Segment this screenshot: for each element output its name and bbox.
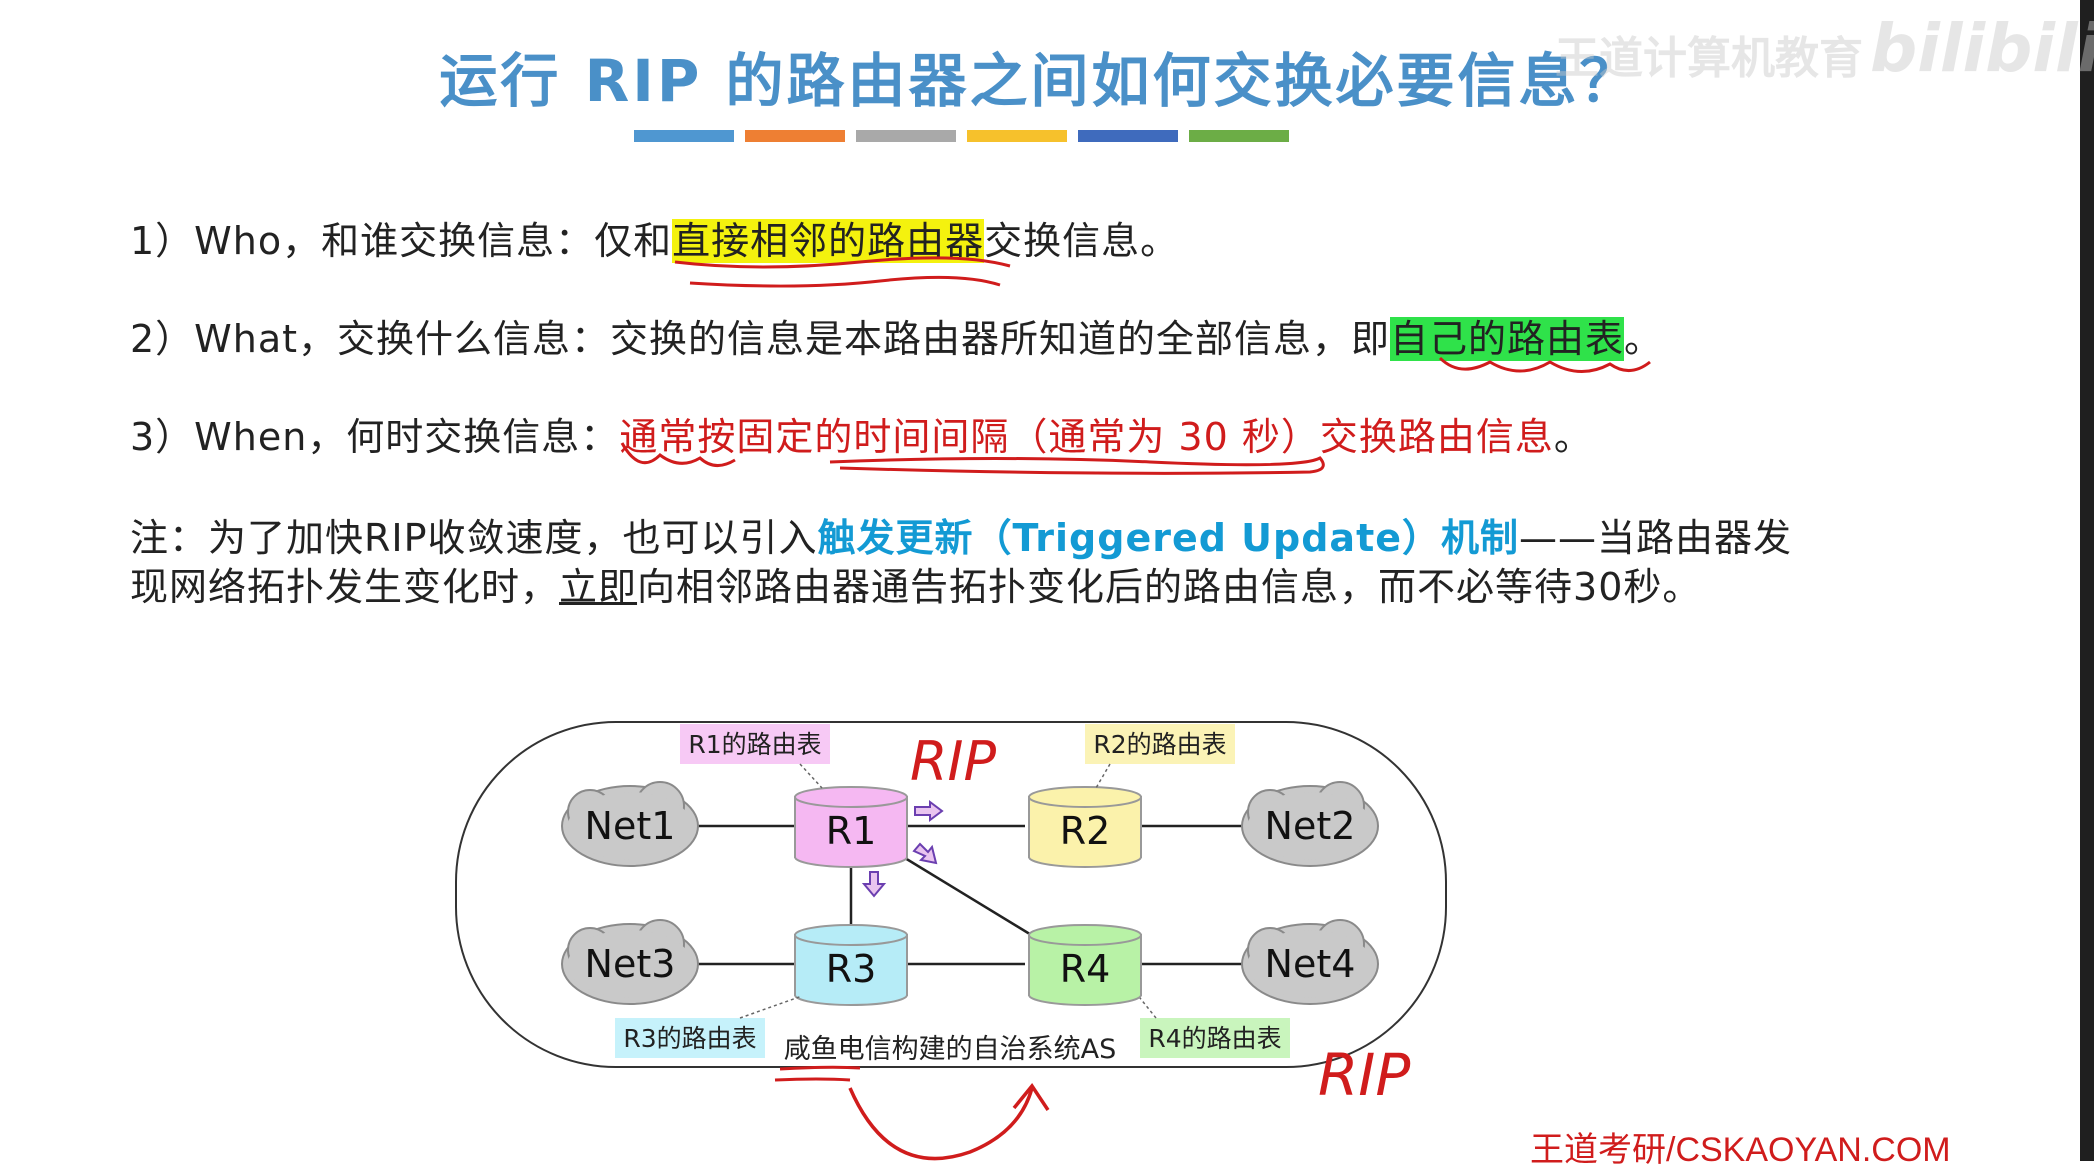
table-r4: R4的路由表 — [1139, 997, 1290, 1058]
cloud-net2: Net2 — [1241, 781, 1379, 867]
router-r2: R2 — [1028, 786, 1142, 868]
net2-label: Net2 — [1265, 804, 1356, 848]
router-r3: R3 — [794, 924, 908, 1006]
rip-handwritten-2: RIP — [1318, 1041, 1410, 1109]
net1-label: Net1 — [585, 804, 676, 848]
link-r1-r4 — [899, 853, 1034, 938]
net3-label: Net3 — [585, 942, 676, 986]
cloud-net4: Net4 — [1241, 919, 1379, 1005]
color-bar-2 — [745, 130, 845, 142]
point-what-highlight: 自己的路由表 — [1390, 317, 1625, 361]
squiggle-under-interval-2 — [829, 456, 1325, 475]
r1-label: R1 — [826, 809, 877, 853]
squiggle-under-routing-table — [1438, 356, 1651, 374]
underline-xianyu-2 — [774, 1077, 851, 1082]
table-r2: R2的路由表 — [1085, 724, 1235, 789]
point-who-suffix: 交换信息。 — [984, 219, 1180, 263]
note-immediately: 立即 — [559, 565, 638, 609]
router-r1: R1 — [794, 786, 908, 868]
r4-label: R4 — [1060, 947, 1111, 991]
update-arrows — [861, 800, 944, 898]
cloud-net3: Net3 — [561, 919, 699, 1005]
as-network-diagram: Net1 Net2 Net3 Net4 R1 R2 — [455, 721, 1447, 1161]
r2-label: R2 — [1060, 809, 1111, 853]
note-line-2: 现网络拓扑发生变化时，立即向相邻路由器通告拓扑变化后的路由信息，而不必等待30秒… — [130, 556, 1701, 611]
point-who: 1）Who，和谁交换信息：仅和直接相邻的路由器交换信息。 — [130, 210, 1179, 265]
table-r1-label: R1的路由表 — [688, 730, 821, 759]
point-when-text: 3）When，何时交换信息： — [130, 415, 620, 459]
color-bar-5 — [1078, 130, 1178, 142]
bilibili-logo: bilibili — [1870, 10, 2094, 87]
table-r3: R3的路由表 — [615, 995, 803, 1058]
point-who-highlight: 直接相邻的路由器 — [672, 219, 985, 263]
right-edge-panel — [2080, 0, 2094, 1161]
table-r3-label: R3的路由表 — [623, 1024, 756, 1053]
table-r2-label: R2的路由表 — [1093, 730, 1226, 759]
curved-arrow-head — [1012, 1083, 1050, 1111]
color-bar-3 — [856, 130, 956, 142]
point-when: 3）When，何时交换信息：通常按固定的时间间隔（通常为 30 秒）交换路由信息… — [130, 406, 1593, 461]
arrow-right-icon — [914, 800, 944, 822]
underline-xianyu-1 — [779, 1065, 861, 1071]
links — [685, 824, 1246, 966]
note-text: 注：为了加快RIP收敛速度，也可以引入 — [130, 516, 818, 560]
r3-label: R3 — [826, 947, 877, 991]
table-r1: R1的路由表 — [680, 724, 830, 789]
curved-arrow — [848, 1087, 1034, 1161]
color-bar-1 — [634, 130, 734, 142]
point-who-text: 1）Who，和谁交换信息：仅和 — [130, 219, 673, 263]
as-boundary — [455, 721, 1447, 1068]
point-what-text: 2）What，交换什么信息：交换的信息是本路由器所知道的全部信息，即 — [130, 317, 1391, 361]
slide-title: 运行 RIP 的路由器之间如何交换必要信息？ — [439, 47, 1641, 115]
arrow-down-icon — [861, 871, 887, 898]
arrow-diagonal-icon — [912, 842, 938, 865]
rip-handwritten-1: RIP — [910, 730, 996, 793]
point-what-suffix: 。 — [1624, 317, 1664, 361]
as-label: 咸鱼电信构建的自治系统AS — [784, 1034, 1117, 1065]
note-text-2: 现网络拓扑发生变化时， — [130, 565, 560, 609]
note-text-3: 向相邻路由器通告拓扑变化后的路由信息，而不必等待30秒。 — [637, 565, 1702, 609]
footer-brand: 王道考研/CSKAOYAN.COM — [1530, 1131, 1951, 1169]
note-text-cont: ——当路由器发 — [1519, 516, 1793, 560]
color-bar-6 — [1189, 130, 1289, 142]
router-r4: R4 — [1028, 924, 1142, 1006]
squiggle-under-interval-1 — [620, 442, 736, 467]
squiggle-under-adjacent-2 — [689, 275, 1001, 288]
squiggle-under-adjacent — [674, 256, 1011, 269]
handwriting-overlay — [620, 256, 1651, 475]
table-r4-label: R4的路由表 — [1148, 1024, 1281, 1053]
net4-label: Net4 — [1265, 942, 1356, 986]
cloud-net1: Net1 — [561, 781, 699, 867]
note-trigger-update: 触发更新（Triggered Update）机制 — [817, 516, 1520, 560]
color-bar-4 — [967, 130, 1067, 142]
point-what: 2）What，交换什么信息：交换的信息是本路由器所知道的全部信息，即自己的路由表… — [130, 308, 1663, 363]
note-line-1: 注：为了加快RIP收敛速度，也可以引入触发更新（Triggered Update… — [130, 507, 1792, 562]
watermark-text: 王道计算机教育 — [1555, 33, 1863, 84]
point-when-suffix: 。 — [1553, 415, 1593, 459]
point-when-red: 通常按固定的时间间隔（通常为 30 秒）交换路由信息 — [619, 415, 1554, 459]
